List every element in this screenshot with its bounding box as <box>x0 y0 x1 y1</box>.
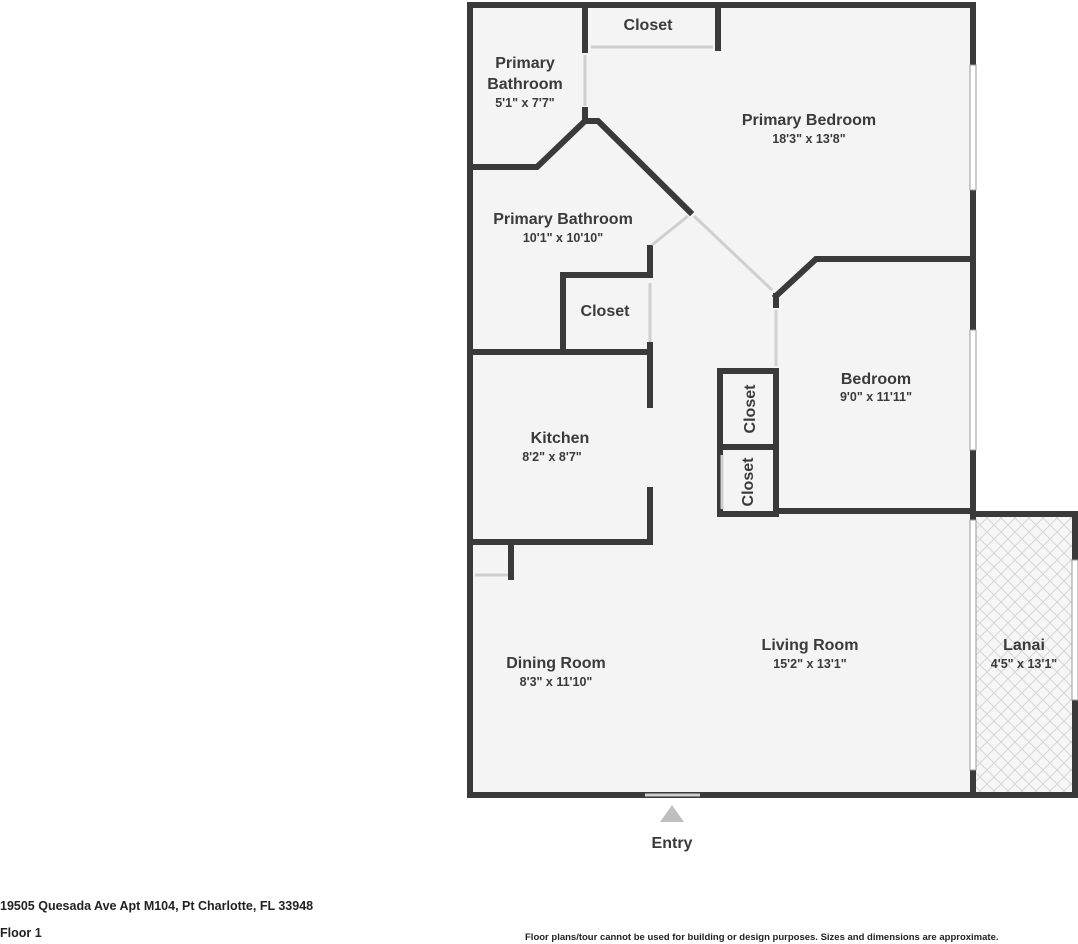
primary-bathroom-small-name-2: Bathroom <box>487 76 563 93</box>
primary-bedroom-dim: 18'3" x 13'8" <box>772 132 845 146</box>
kitchen-name: Kitchen <box>531 430 590 447</box>
dining-room-name: Dining Room <box>506 655 606 672</box>
primary-bathroom-small-dim: 5'1" x 7'7" <box>495 96 555 110</box>
lanai-dim: 4'5" x 13'1" <box>991 657 1058 671</box>
floor-label: Floor 1 <box>0 926 42 940</box>
closet-v2-name: Closet <box>740 457 757 507</box>
disclaimer-text: Floor plans/tour cannot be used for buil… <box>525 932 999 943</box>
window-lanai <box>1071 559 1078 701</box>
walls <box>467 2 1078 798</box>
entry-arrow-icon <box>660 805 684 822</box>
bedroom-name: Bedroom <box>841 371 911 388</box>
lanai-name: Lanai <box>1003 637 1045 654</box>
window-primary-bedroom <box>969 64 977 191</box>
address-text: 19505 Quesada Ave Apt M104, Pt Charlotte… <box>0 899 314 913</box>
primary-bedroom-name: Primary Bedroom <box>742 112 876 129</box>
primary-bathroom-small-name-1: Primary <box>495 55 555 72</box>
primary-bathroom-name: Primary Bathroom <box>493 211 633 228</box>
window-bedroom <box>969 329 977 451</box>
kitchen-dim: 8'2" x 8'7" <box>522 450 582 464</box>
closet-mid-name: Closet <box>581 303 631 320</box>
openings <box>475 45 778 797</box>
window-lanai-door <box>969 519 977 771</box>
living-room-dim: 15'2" x 13'1" <box>773 657 846 671</box>
lanai-floor <box>973 514 1075 795</box>
living-room-name: Living Room <box>762 637 859 654</box>
primary-bathroom-dim: 10'1" x 10'10" <box>523 231 603 245</box>
dining-room-dim: 8'3" x 11'10" <box>520 675 593 689</box>
entry-label: Entry <box>652 835 693 852</box>
bedroom-dim: 9'0" x 11'11" <box>840 390 912 404</box>
windows <box>969 64 1078 771</box>
closet-v1-name: Closet <box>742 384 759 434</box>
closet-top-name: Closet <box>624 17 674 34</box>
